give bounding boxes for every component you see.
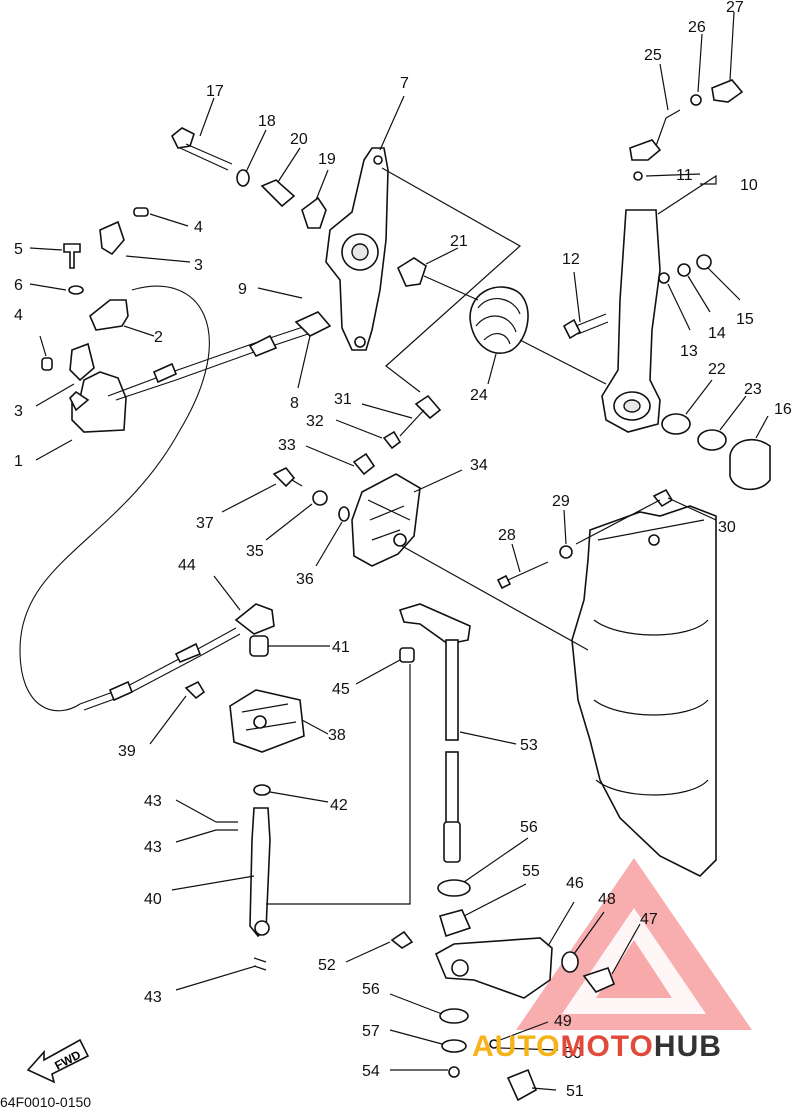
logo-part-auto: AUTO <box>472 1030 561 1063</box>
callout-4: 4 <box>14 307 23 324</box>
callout-33: 33 <box>278 437 296 454</box>
callout-11: 11 <box>676 167 693 184</box>
callout-14: 14 <box>708 325 726 342</box>
callout-46: 46 <box>566 875 584 892</box>
callout-4: 4 <box>194 219 203 236</box>
control-bracket-assembly <box>41 207 149 433</box>
callout-37: 37 <box>196 515 214 532</box>
callout-50: 50 <box>564 1045 582 1062</box>
callout-43: 43 <box>144 989 162 1006</box>
callout-23: 23 <box>744 381 762 398</box>
logo-part-hub: HUB <box>653 1030 722 1063</box>
callout-6: 6 <box>14 277 23 294</box>
callout-16: 16 <box>774 401 792 418</box>
lower-linkage-assembly <box>184 603 415 971</box>
leader-lines <box>29 11 769 1091</box>
callout-27: 27 <box>726 0 744 16</box>
watermark-logo: AUTOMOTOHUB <box>472 1030 722 1064</box>
callout-42: 42 <box>330 797 348 814</box>
callout-51: 51 <box>566 1083 584 1100</box>
callout-48: 48 <box>598 891 616 908</box>
callout-49: 49 <box>554 1013 572 1030</box>
callout-9: 9 <box>238 281 247 298</box>
callout-28: 28 <box>498 527 516 544</box>
callout-52: 52 <box>318 957 336 974</box>
callout-45: 45 <box>332 681 350 698</box>
callout-18: 18 <box>258 113 276 130</box>
callout-35: 35 <box>246 543 264 560</box>
link-plate-assembly <box>272 394 674 590</box>
callout-32: 32 <box>306 413 324 430</box>
callout-31: 31 <box>334 391 352 408</box>
callout-5: 5 <box>14 241 23 258</box>
callout-34: 34 <box>470 457 488 474</box>
shift-lever-assembly <box>562 79 771 491</box>
control-cables <box>19 285 332 712</box>
callout-56: 56 <box>362 981 380 998</box>
callout-22: 22 <box>708 361 726 378</box>
callout-36: 36 <box>296 571 314 588</box>
callout-44: 44 <box>178 557 196 574</box>
diagram-part-code: 64F0010-0150 <box>0 1094 92 1110</box>
callout-20: 20 <box>290 131 308 148</box>
callout-29: 29 <box>552 493 570 510</box>
callout-57: 57 <box>362 1023 380 1040</box>
callout-numbers: 1 2 3 3 4 4 5 6 7 8 9 10 11 12 13 14 15 … <box>14 0 792 1100</box>
logo-part-moto: MOTO <box>560 1030 654 1063</box>
callout-56: 56 <box>520 819 538 836</box>
callout-8: 8 <box>290 395 299 412</box>
forward-arrow-icon: FWD <box>26 1038 90 1084</box>
throttle-lever <box>170 127 529 355</box>
callout-43: 43 <box>144 839 162 856</box>
callout-55: 55 <box>522 863 540 880</box>
callout-21: 21 <box>450 233 468 250</box>
callout-47: 47 <box>640 911 658 928</box>
callout-10: 10 <box>740 177 758 194</box>
callout-19: 19 <box>318 151 336 168</box>
shift-rod-assembly <box>390 603 616 1102</box>
callout-7: 7 <box>400 75 409 92</box>
callout-54: 54 <box>362 1063 380 1080</box>
callout-25: 25 <box>644 47 662 64</box>
callout-38: 38 <box>328 727 346 744</box>
callout-24: 24 <box>470 387 488 404</box>
callout-2: 2 <box>154 329 163 346</box>
watermark-triangle <box>516 858 752 1030</box>
callout-39: 39 <box>118 743 136 760</box>
callout-12: 12 <box>562 251 580 268</box>
callout-15: 15 <box>736 311 754 328</box>
callout-3: 3 <box>14 403 23 420</box>
callout-1: 1 <box>14 453 23 470</box>
callout-41: 41 <box>332 639 350 656</box>
callout-40: 40 <box>144 891 162 908</box>
callout-30: 30 <box>718 519 736 536</box>
callout-53: 53 <box>520 737 538 754</box>
callout-43: 43 <box>144 793 162 810</box>
callout-3: 3 <box>194 257 203 274</box>
callout-13: 13 <box>680 343 698 360</box>
callout-17: 17 <box>206 83 224 100</box>
callout-26: 26 <box>688 19 706 36</box>
bottom-cowling-housing <box>571 505 717 877</box>
